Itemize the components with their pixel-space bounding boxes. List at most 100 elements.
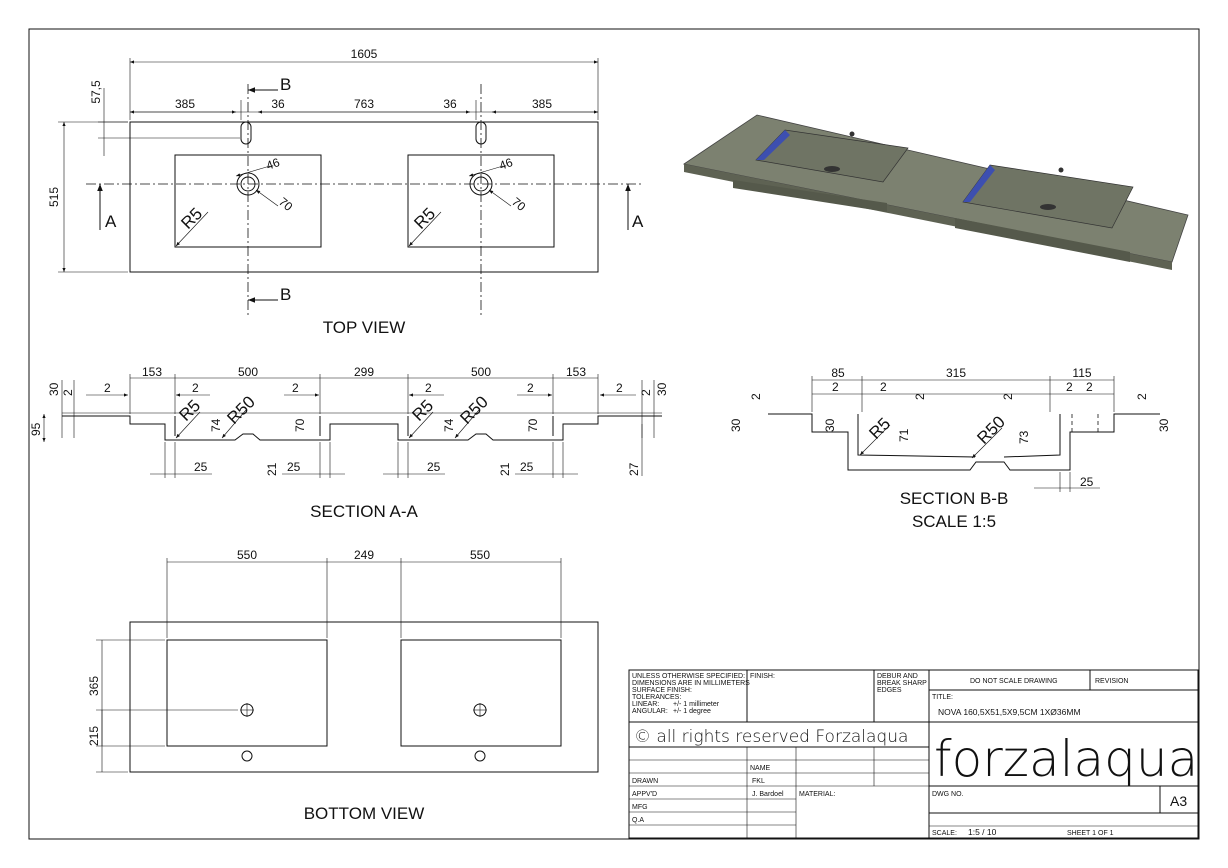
section-bb-scale: SCALE 1:5 <box>912 512 996 531</box>
aa-2-f: 2 <box>616 381 623 395</box>
sheet-border <box>28 28 1200 840</box>
aa-30-left: 30 <box>47 382 61 396</box>
top-r5-right: R5 <box>410 204 439 233</box>
top-outline <box>129 121 599 273</box>
marker-b-bottom: B <box>280 285 291 304</box>
bb-30-right: 30 <box>1157 418 1171 432</box>
aa-25-a: 25 <box>194 460 208 474</box>
top-view-title: TOP VIEW <box>323 318 406 337</box>
tb-note-4: TOLERANCES: <box>632 694 681 701</box>
top-view: 1605 385 36 763 36 385 57,5 515 R5 R5 46… <box>47 47 644 337</box>
tb-qa-label: Q.A <box>632 817 644 824</box>
dim-385-left: 385 <box>175 97 195 111</box>
section-aa-title: SECTION A-A <box>310 502 418 521</box>
bottom-365: 365 <box>87 676 101 696</box>
bb-2-left: 2 <box>749 393 763 400</box>
aa-500-right: 500 <box>471 365 491 379</box>
isometric-view <box>682 114 1189 270</box>
aa-2-a: 2 <box>104 381 111 395</box>
aa-30-right: 30 <box>655 382 669 396</box>
bb-25: 25 <box>1080 475 1094 489</box>
tb-drawn-name: FKL <box>752 778 765 785</box>
bb-115: 115 <box>1072 366 1091 380</box>
bottom-550-right: 550 <box>470 548 490 562</box>
tb-title-label: TITLE: <box>932 694 953 701</box>
aa-25-d: 25 <box>520 460 534 474</box>
tb-linear-label: LINEAR: <box>632 701 659 708</box>
marker-b-top: B <box>280 75 291 94</box>
bottom-view: 550 249 550 365 215 BOTTOM VIEW <box>87 548 599 823</box>
aa-21-left: 21 <box>265 462 279 476</box>
tb-title-value: NOVA 160,5X51,5X9,5CM 1XØ36MM <box>938 707 1081 717</box>
aa-2-d: 2 <box>425 381 432 395</box>
bottom-249: 249 <box>354 548 374 562</box>
aa-2-right-v: 2 <box>639 389 653 396</box>
section-bb-title: SECTION B-B <box>900 489 1009 508</box>
marker-a-left: A <box>105 212 117 231</box>
bb-r5: R5 <box>865 414 894 443</box>
bottom-550-left: 550 <box>237 548 257 562</box>
tb-copyright: © all rights reserved Forzalaqua <box>634 727 908 747</box>
tb-finish: FINISH: <box>750 673 775 680</box>
tb-debur-2: BREAK SHARP <box>877 680 927 687</box>
aa-74-left: 74 <box>209 418 223 432</box>
aa-r50-left: R50 <box>223 392 258 427</box>
bb-30-inner: 30 <box>823 418 837 432</box>
aa-2-b: 2 <box>192 381 199 395</box>
aa-153-right: 153 <box>566 365 586 379</box>
top-46-right: 46 <box>497 155 515 173</box>
tb-scale-value: 1:5 / 10 <box>968 827 997 837</box>
bb-2-mid2: 2 <box>1001 393 1015 400</box>
tb-dwg-no: DWG NO. <box>932 791 964 798</box>
tb-apprvd-name: J. Bardoel <box>752 791 784 798</box>
aa-500-left: 500 <box>238 365 258 379</box>
tb-note-2: DIMENSIONS ARE IN MILLIMETERS <box>632 680 750 687</box>
bb-2-c: 2 <box>1066 380 1073 394</box>
bb-2-b: 2 <box>880 380 887 394</box>
aa-r5-left: R5 <box>175 396 204 425</box>
tb-scale-label: SCALE: <box>932 830 957 837</box>
marker-a-right: A <box>632 212 644 231</box>
tb-drawn-label: DRAWN <box>632 778 658 785</box>
aa-95: 95 <box>29 422 43 436</box>
tb-revision: REVISION <box>1095 678 1128 685</box>
dim-763: 763 <box>354 97 374 111</box>
section-aa: 153 500 299 500 153 2 2 2 2 2 2 30 2 95 … <box>29 365 669 521</box>
tb-brand: forzalaqua <box>934 730 1198 788</box>
dim-overall: 1605 <box>351 47 378 61</box>
bb-73: 73 <box>1017 430 1031 444</box>
dim-57-5: 57,5 <box>89 80 103 104</box>
tb-name-header: NAME <box>750 765 771 772</box>
bb-30-left: 30 <box>729 418 743 432</box>
tb-angular-value: +/- 1 degree <box>673 708 711 715</box>
bb-r50: R50 <box>973 412 1008 447</box>
aa-70-right: 70 <box>526 418 540 432</box>
dim-515: 515 <box>47 187 61 207</box>
aa-2-e: 2 <box>527 381 534 395</box>
aa-r50-right: R50 <box>456 392 491 427</box>
aa-153-left: 153 <box>142 365 162 379</box>
bb-71: 71 <box>897 428 911 442</box>
tb-do-not-scale: DO NOT SCALE DRAWING <box>970 678 1058 685</box>
tb-linear-value: +/- 1 millimeter <box>673 701 720 708</box>
top-46-left: 46 <box>264 155 282 173</box>
bb-2-right: 2 <box>1135 393 1149 400</box>
tb-sheet-size: A3 <box>1170 793 1187 809</box>
bb-315: 315 <box>946 366 966 380</box>
bb-85: 85 <box>831 366 845 380</box>
tb-angular-label: ANGULAR: <box>632 708 668 715</box>
aa-74-right: 74 <box>442 418 456 432</box>
bb-2-d: 2 <box>1086 380 1093 394</box>
aa-r5-right: R5 <box>408 396 437 425</box>
tb-debur-1: DEBUR AND <box>877 673 918 680</box>
aa-25-c: 25 <box>427 460 441 474</box>
tb-mfg-label: MFG <box>632 804 648 811</box>
aa-27: 27 <box>627 462 641 476</box>
aa-299: 299 <box>354 365 374 379</box>
tb-material: MATERIAL: <box>799 791 835 798</box>
tb-apprvd-label: APPV'D <box>632 791 657 798</box>
section-bb: 85 315 115 2 2 2 2 2 30 30 2 2 2 30 R5 7… <box>729 366 1171 531</box>
top-70-right: 70 <box>509 195 528 215</box>
tb-debur-3: EDGES <box>877 687 902 694</box>
